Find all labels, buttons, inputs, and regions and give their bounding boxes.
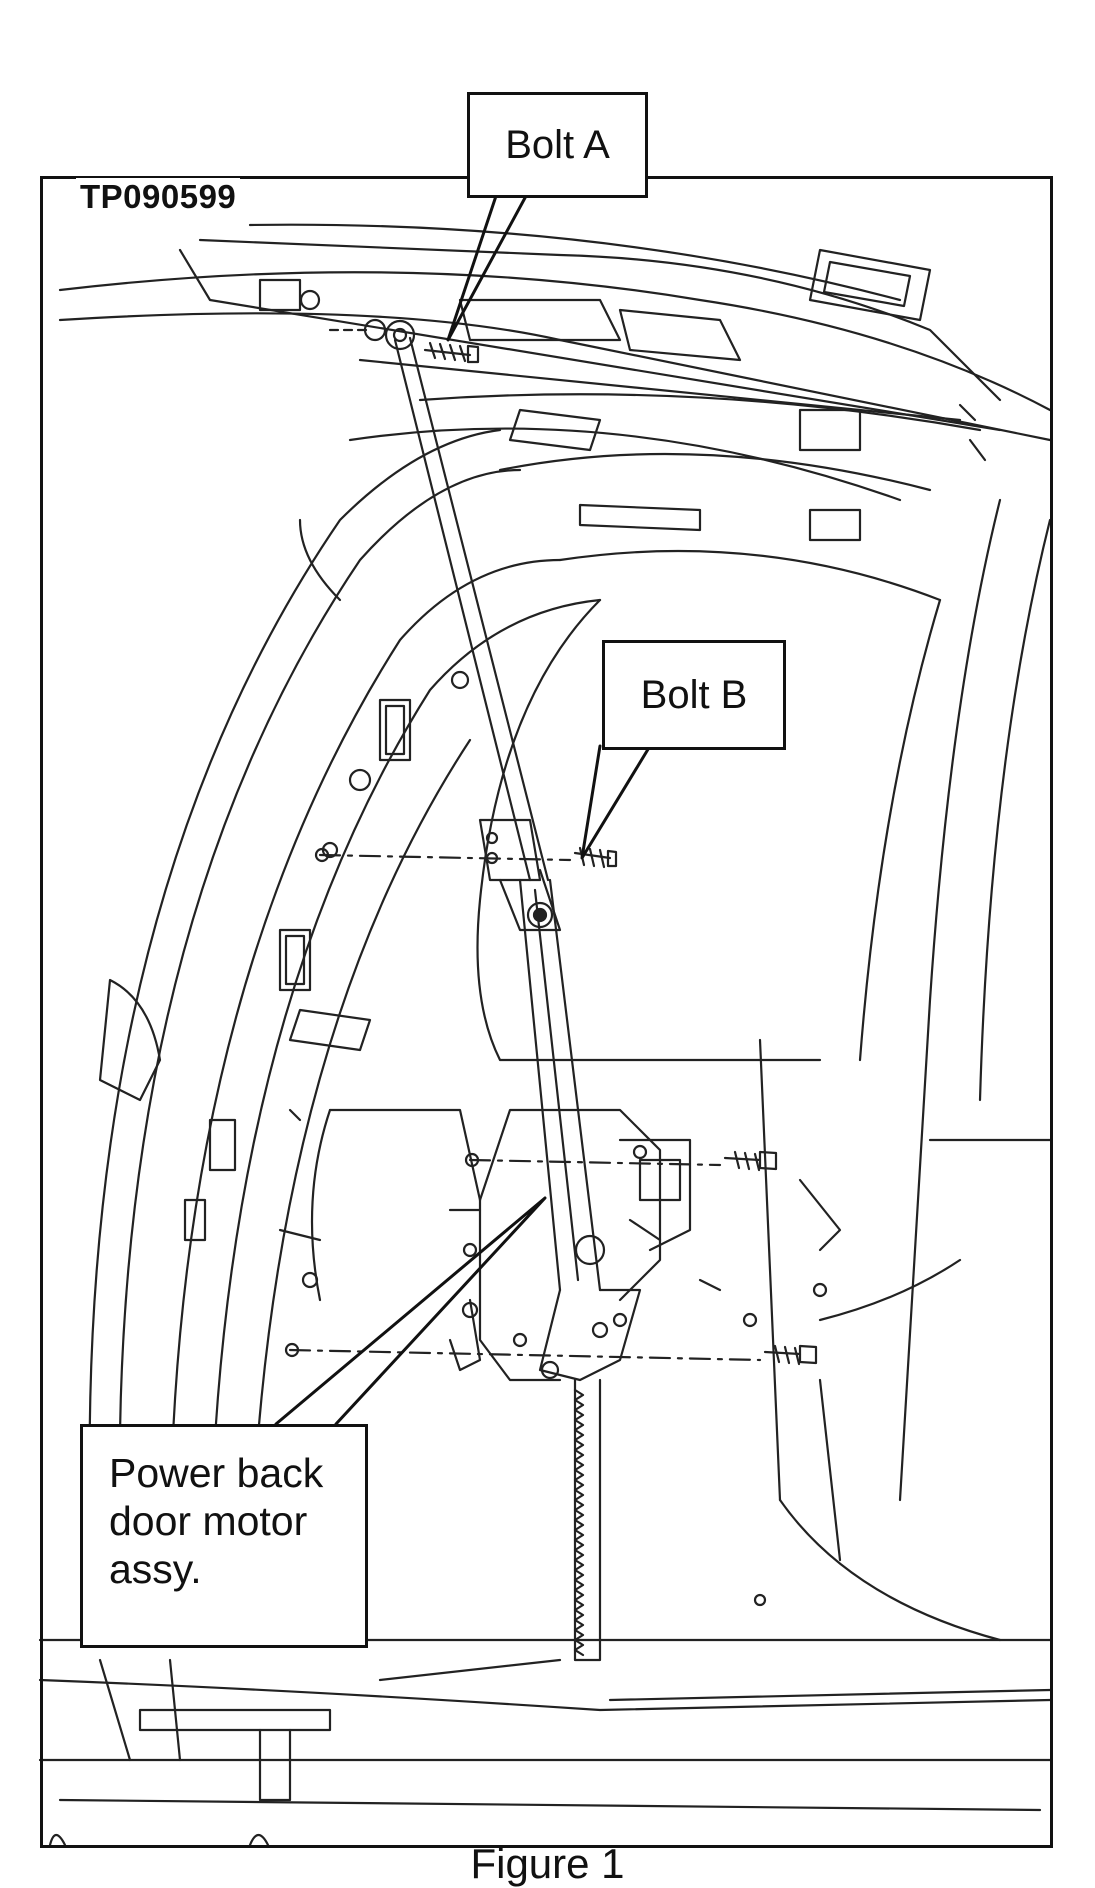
- lower-body-floor: [38, 1638, 1052, 1847]
- figure-caption: Figure 1: [470, 1840, 625, 1887]
- window-opening: [476, 452, 1052, 1502]
- roof-header-panel: [58, 223, 1052, 542]
- figure-reference-code: TP090599: [76, 178, 241, 216]
- motor-mount-bolts: [284, 1038, 818, 1502]
- callout-bolt-a: Bolt A: [467, 92, 648, 198]
- callout-leaders: [274, 194, 652, 1426]
- bolt-b-bracket: [314, 818, 618, 932]
- door-inner-panel: [278, 1108, 1002, 1642]
- motor-arm: [518, 878, 642, 1382]
- door-strut-rod: [363, 318, 550, 882]
- bolt-a-fastener: [328, 328, 480, 364]
- callout-bolt-b: Bolt B: [602, 640, 786, 750]
- gear-rack: [573, 1378, 602, 1662]
- callout-motor-assy: Power back door motor assy.: [80, 1424, 368, 1648]
